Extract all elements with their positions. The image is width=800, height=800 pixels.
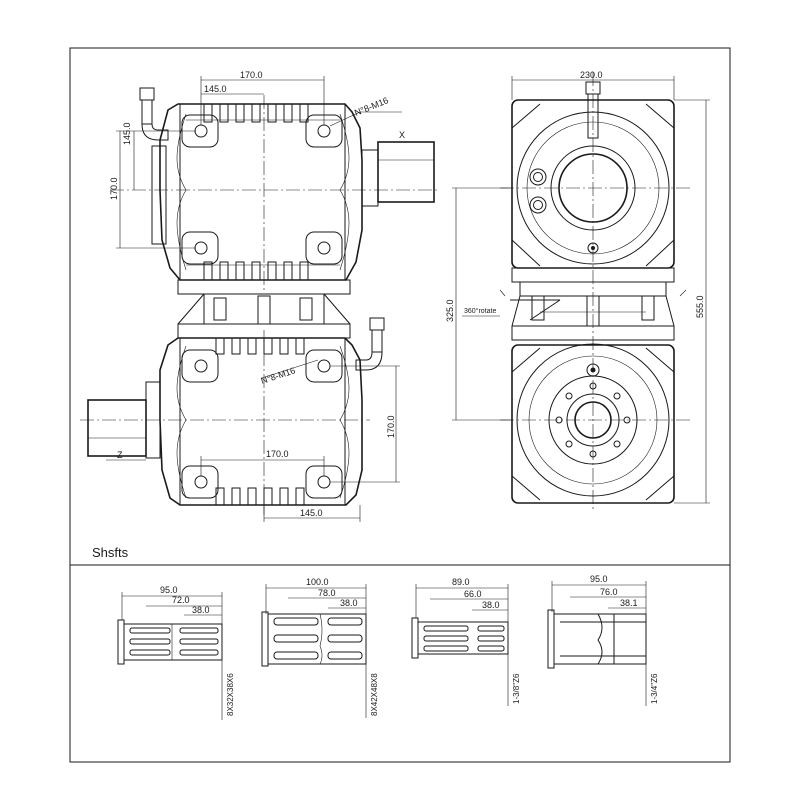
shaft-2-l1: 100.0 — [306, 577, 329, 587]
dim-height: 325.0 — [445, 299, 455, 322]
shaft-2-l2: 78.0 — [318, 588, 336, 598]
shaft-4: 95.0 76.0 38.1 1-3/4"Z6 — [547, 574, 659, 706]
shaft-3-l2: 66.0 — [464, 589, 482, 599]
dim-mid: 170.0 — [266, 449, 289, 459]
shaft-label-x: X — [399, 130, 405, 140]
shaft-3: 89.0 66.0 38.0 1-3/8"Z6 — [411, 577, 521, 706]
dim-left-short: 145.0 — [122, 122, 132, 145]
upper-gearbox-view: 170.0 145.0 145.0 170.0 N°8-M16 X — [109, 70, 440, 290]
breather-fitting-icon — [139, 87, 169, 245]
shaft-2: 100.0 78.0 38.0 8X42X48X8 — [261, 577, 379, 718]
dim-top-outer: 170.0 — [240, 70, 263, 80]
shaft-4-l2: 76.0 — [600, 587, 618, 597]
shaft-1-l1: 95.0 — [160, 585, 178, 595]
lower-gearbox-view: 170.0 145.0 170.0 N°8-M16 Z — [80, 317, 400, 522]
shaft-label-z: Z — [117, 450, 123, 460]
output-shaft-x — [361, 141, 435, 207]
dim-total-height: 555.0 — [695, 295, 705, 318]
shaft-2-spec: 8X42X48X8 — [370, 673, 379, 716]
shaft-3-spec: 1-3/8"Z6 — [512, 673, 521, 704]
shaft-2-l3: 38.0 — [340, 598, 358, 608]
breather-fitting-lower-icon — [355, 317, 385, 371]
shaft-4-l1: 95.0 — [590, 574, 608, 584]
shaft-1-l2: 72.0 — [172, 595, 190, 605]
dim-right: 170.0 — [386, 415, 396, 438]
frame-border — [69, 47, 731, 763]
rotate-note: 360°rotate — [464, 307, 496, 315]
side-view: 230.0 325.0 555.0 360°rotate — [445, 70, 710, 510]
shaft-1-spec: 8X32X38X6 — [226, 673, 235, 716]
bolt-pads — [181, 114, 343, 265]
bolt-callout-lower: N°8-M16 — [260, 365, 297, 386]
shaft-4-l3: 38.1 — [620, 598, 638, 608]
dim-left-long: 170.0 — [109, 177, 119, 200]
shaft-4-spec: 1-3/4"Z6 — [650, 673, 659, 704]
side-dimensions — [452, 76, 710, 504]
shaft-3-l1: 89.0 — [452, 577, 470, 587]
shaft-1: 95.0 72.0 38.0 8X32X38X6 — [117, 585, 235, 720]
dim-bottom: 145.0 — [300, 508, 323, 518]
dim-top-inner: 145.0 — [204, 84, 227, 94]
upper-dimensions — [116, 76, 420, 249]
lower-dimensions — [106, 359, 400, 522]
shaft-3-l3: 38.0 — [482, 600, 500, 610]
bolt-callout-upper: N°8-M16 — [353, 95, 390, 118]
section-label: Shsfts — [92, 545, 129, 560]
dim-top-width: 230.0 — [580, 70, 603, 80]
lower-bolt-pads — [181, 349, 343, 499]
shaft-1-l3: 38.0 — [192, 605, 210, 615]
